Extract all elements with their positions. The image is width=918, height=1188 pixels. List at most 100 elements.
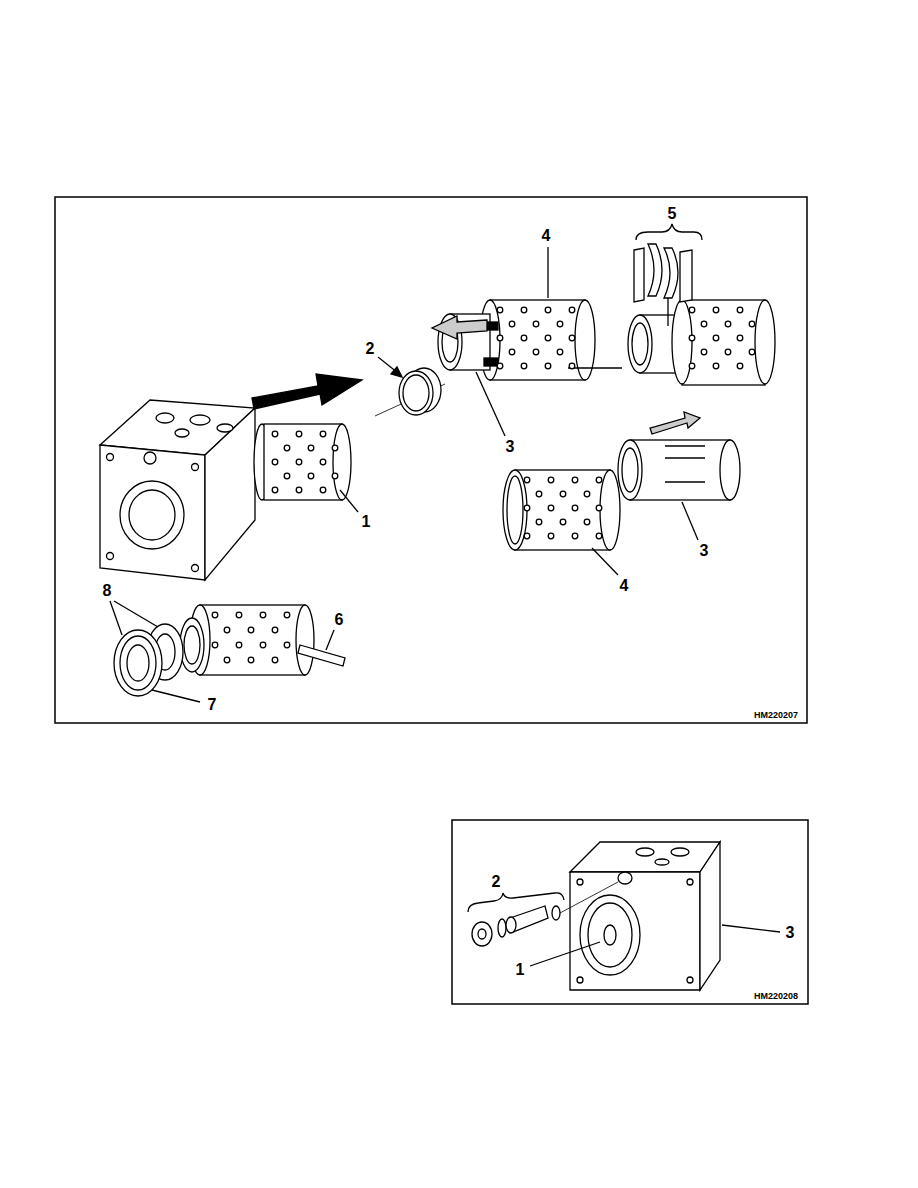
hole <box>545 363 551 369</box>
hole <box>713 335 719 341</box>
callout-number: 2 <box>490 873 503 891</box>
hole <box>236 642 242 648</box>
callout-number: 3 <box>504 438 517 456</box>
leader-line <box>476 372 505 436</box>
direction-arrow <box>650 412 700 434</box>
hole <box>545 307 551 313</box>
hole <box>521 307 527 313</box>
hole <box>545 335 551 341</box>
hole <box>701 321 707 327</box>
hole <box>689 335 695 341</box>
sleeve-and-spool <box>503 440 740 550</box>
hole <box>557 349 563 355</box>
hole <box>749 321 755 327</box>
sleeve-holes <box>212 307 755 663</box>
hole <box>737 335 743 341</box>
hole <box>737 363 743 369</box>
hole <box>725 321 731 327</box>
figure-id: HM220207 <box>752 711 800 721</box>
hole <box>749 349 755 355</box>
hole <box>497 307 503 313</box>
spool-sleeve-assembly <box>438 300 595 380</box>
hole <box>260 642 266 648</box>
valve-housing <box>100 400 351 580</box>
valve-housing <box>570 842 720 990</box>
callout-number: 6 <box>333 611 346 629</box>
hole <box>521 335 527 341</box>
hole <box>557 321 563 327</box>
hole <box>296 459 302 465</box>
hole <box>584 519 590 525</box>
hole <box>569 307 575 313</box>
hole <box>596 533 602 539</box>
hole <box>533 321 539 327</box>
leader-line <box>110 601 122 635</box>
leader-line <box>722 925 780 932</box>
hole <box>284 612 290 618</box>
callout-number: 1 <box>360 513 373 531</box>
hole <box>320 431 326 437</box>
hole <box>212 612 218 618</box>
leader-line <box>114 601 158 627</box>
hole <box>248 657 254 663</box>
hole <box>713 307 719 313</box>
hole <box>560 491 566 497</box>
leader-line <box>152 690 200 702</box>
hole <box>548 533 554 539</box>
leader-line <box>568 367 622 368</box>
hole <box>296 431 302 437</box>
hole <box>509 321 515 327</box>
hole <box>224 627 230 633</box>
hole <box>524 505 530 511</box>
relief-valve-parts <box>472 882 618 946</box>
hole <box>272 657 278 663</box>
hole <box>533 349 539 355</box>
spool-sleeve-bearing <box>114 605 345 696</box>
hole <box>572 477 578 483</box>
callout-number: 2 <box>364 340 377 358</box>
callout-number: 5 <box>666 205 679 223</box>
hole <box>569 363 575 369</box>
figure-frame <box>55 197 807 723</box>
figure-frame <box>452 820 808 1004</box>
hole <box>320 459 326 465</box>
hole <box>272 431 278 437</box>
hole <box>584 491 590 497</box>
hole <box>272 627 278 633</box>
callout-number: 4 <box>618 577 631 595</box>
hole <box>308 473 314 479</box>
hole <box>524 533 530 539</box>
hole <box>284 642 290 648</box>
direction-arrow <box>252 374 362 409</box>
hole <box>296 487 302 493</box>
leader-line <box>682 502 698 540</box>
hole <box>713 363 719 369</box>
hole <box>212 642 218 648</box>
leader-line <box>547 247 548 298</box>
callout-number: 3 <box>698 542 711 560</box>
callout-number: 8 <box>101 582 114 600</box>
direction-arrow <box>432 316 487 339</box>
hole <box>308 445 314 451</box>
hole <box>521 363 527 369</box>
bracket <box>636 224 702 240</box>
hole <box>224 657 230 663</box>
bracket <box>468 893 564 912</box>
hole <box>689 363 695 369</box>
hole <box>524 477 530 483</box>
arrowhead <box>391 367 402 377</box>
hole <box>572 505 578 511</box>
spool-sleeve-with-springs <box>628 244 775 385</box>
hole <box>497 335 503 341</box>
leader-line <box>326 630 334 650</box>
hole <box>272 487 278 493</box>
hole <box>596 477 602 483</box>
hole <box>548 505 554 511</box>
hole <box>332 473 338 479</box>
hole <box>248 627 254 633</box>
hole <box>332 445 338 451</box>
hole <box>284 445 290 451</box>
hole <box>260 612 266 618</box>
hole <box>509 349 515 355</box>
